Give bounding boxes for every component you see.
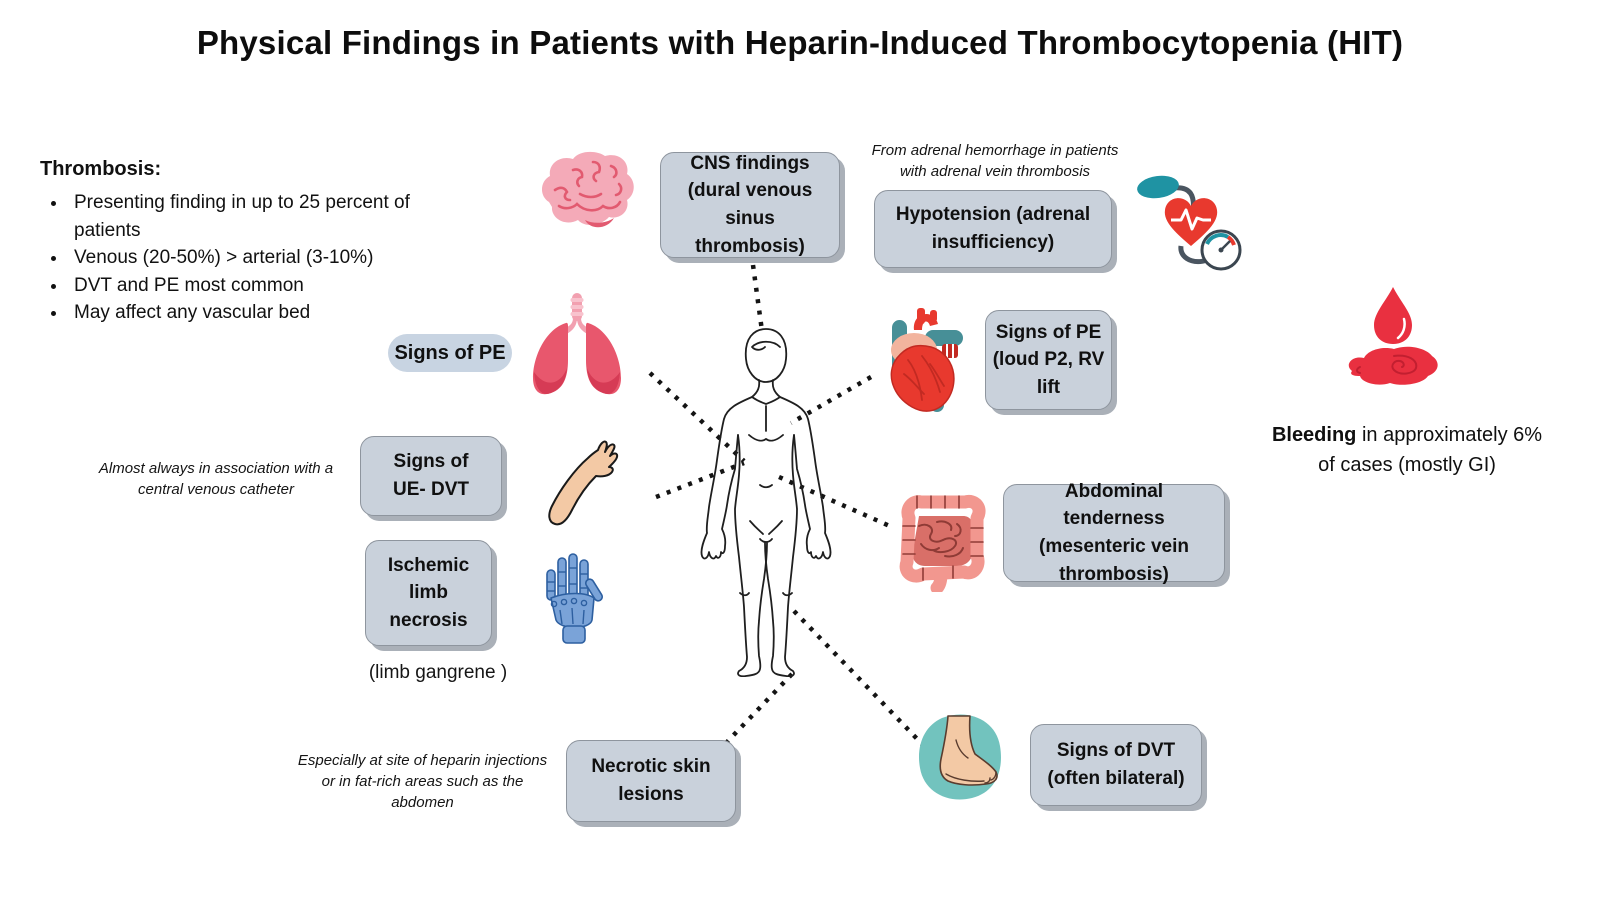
thrombosis-heading: Thrombosis: bbox=[40, 158, 162, 180]
finding-box-dvt: Signs of DVT (often bilateral) bbox=[1030, 724, 1202, 806]
finding-box-necrotic-label: Necrotic skin lesions bbox=[591, 756, 711, 805]
finding-pill-pe-lungs-label: Signs of PE bbox=[394, 341, 506, 364]
finding-box-ue-dvt: Signs of UE- DVT bbox=[360, 436, 502, 516]
brain-icon bbox=[541, 151, 634, 228]
intestines-icon bbox=[899, 494, 986, 592]
finding-box-pe-heart: Signs of PE (loud P2, RV lift bbox=[985, 310, 1112, 410]
thrombosis-bullet: May affect any vascular bed bbox=[68, 299, 460, 327]
finding-box-ischemic-limb-label: Ischemic limb necrosis bbox=[387, 554, 470, 631]
foot-icon bbox=[918, 714, 1001, 800]
thrombosis-bullet-list: Presenting finding in up to 25 percent o… bbox=[68, 189, 460, 327]
finding-box-abdominal: Abdominal tenderness (mesenteric vein th… bbox=[1003, 481, 1225, 585]
thrombosis-summary: Thrombosis: Presenting finding in up to … bbox=[40, 158, 460, 327]
thrombosis-bullet: DVT and PE most common bbox=[68, 272, 460, 300]
heart-icon bbox=[890, 308, 963, 412]
finding-box-hypotension: Hypotension (adrenal insufficiency) bbox=[874, 190, 1112, 268]
finding-box-pe-heart-label: Signs of PE (loud P2, RV lift bbox=[992, 321, 1105, 398]
finding-box-dvt-label: Signs of DVT (often bilateral) bbox=[1047, 740, 1185, 789]
body-figure bbox=[700, 328, 832, 677]
limb-gangrene-caption: (limb gangrene ) bbox=[368, 662, 508, 683]
finding-box-cns-label: CNS findings (dural venous sinus thrombo… bbox=[687, 152, 813, 257]
finding-box-necrotic: Necrotic skin lesions bbox=[566, 740, 736, 822]
lungs-icon bbox=[533, 293, 621, 395]
skeletal-hand-icon bbox=[546, 553, 604, 644]
finding-box-ischemic-limb: Ischemic limb necrosis bbox=[365, 540, 492, 646]
annotation-adrenal: From adrenal hemorrhage in patients with… bbox=[871, 142, 1119, 180]
thrombosis-bullet: Presenting finding in up to 25 percent o… bbox=[68, 189, 460, 244]
finding-box-ue-dvt-label: Signs of UE- DVT bbox=[393, 451, 469, 500]
page-title: Physical Findings in Patients with Hepar… bbox=[196, 24, 1404, 61]
bleeding-caption: Bleeding in approximately 6% of cases (m… bbox=[1262, 420, 1552, 480]
arm-icon bbox=[548, 440, 619, 526]
annotation-heparin-sites: Especially at site of heparin injections… bbox=[297, 752, 548, 811]
bleeding-caption-rest: in approximately 6% of cases (mostly GI) bbox=[1318, 424, 1543, 476]
finding-pill-pe-lungs: Signs of PE bbox=[388, 334, 512, 372]
finding-box-abdominal-label: Abdominal tenderness (mesenteric vein th… bbox=[1039, 480, 1189, 585]
finding-box-hypotension-label: Hypotension (adrenal insufficiency) bbox=[895, 204, 1091, 253]
annotation-catheter: Almost always in association with a cent… bbox=[98, 460, 334, 498]
blood-pressure-monitor-icon bbox=[1137, 175, 1242, 271]
blood-drop-icon bbox=[1348, 287, 1438, 385]
bleeding-caption-lead: Bleeding bbox=[1271, 424, 1357, 446]
finding-box-cns: CNS findings (dural venous sinus thrombo… bbox=[660, 152, 840, 258]
thrombosis-bullet: Venous (20-50%) > arterial (3-10%) bbox=[68, 244, 460, 272]
